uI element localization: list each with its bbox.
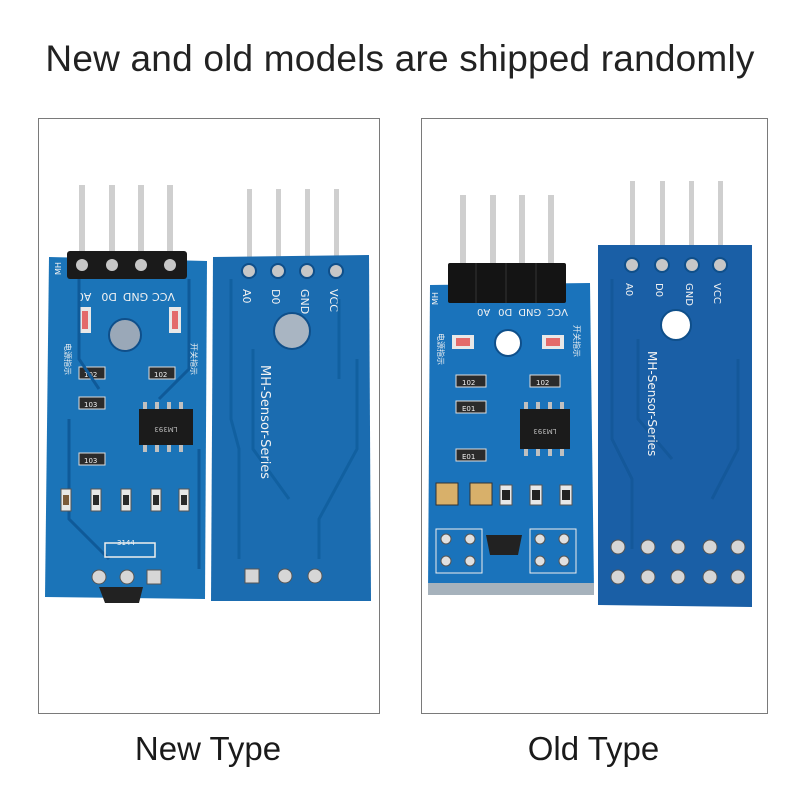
new-back-pin-d0: D0	[269, 289, 282, 304]
svg-text:LM393: LM393	[533, 427, 556, 435]
old-type-photo-frame: MH VCCGNDD0A0 电源指示 开关指示 102 102 E01 E01	[421, 118, 768, 714]
new-front-chip: LM393	[139, 402, 193, 452]
new-sensor-label: 3144	[117, 539, 135, 547]
old-front-mh: MH	[431, 292, 440, 305]
new-back-mount-hole	[273, 312, 311, 350]
headline: New and old models are shipped randomly	[45, 38, 755, 79]
old-front-board	[428, 283, 594, 593]
svg-text:102: 102	[154, 371, 167, 379]
old-front-pin-labels: VCCGNDD0A0	[477, 306, 568, 317]
old-type-photo: MH VCCGNDD0A0 电源指示 开关指示 102 102 E01 E01	[428, 181, 752, 607]
new-front-board	[45, 257, 207, 599]
svg-text:E01: E01	[462, 453, 475, 461]
new-back-board	[211, 255, 371, 601]
new-back-pins	[247, 189, 339, 259]
new-power-label: 电源指示	[63, 343, 73, 375]
old-front-header	[448, 263, 566, 303]
new-front-pins	[79, 185, 173, 265]
old-front-chip: LM393	[520, 402, 570, 456]
old-type-caption: Old Type	[527, 730, 660, 767]
old-power-label: 电源指示	[436, 333, 446, 365]
svg-text:102: 102	[536, 379, 549, 387]
new-back-pin-vcc: VCC	[327, 289, 340, 312]
svg-text:E01: E01	[462, 405, 475, 413]
old-back-pins	[630, 181, 723, 247]
old-switch-label: 开关指示	[572, 325, 582, 357]
new-back-series-label: MH-Sensor-Series	[257, 365, 272, 479]
svg-text:102: 102	[462, 379, 475, 387]
new-front-mh: MH	[54, 262, 63, 275]
svg-text:103: 103	[84, 457, 97, 465]
old-front-mount-hole	[494, 329, 522, 357]
old-back-pin-gnd: GND	[683, 283, 694, 306]
new-back-pin-a0: A0	[240, 289, 253, 304]
old-back-board	[598, 245, 752, 607]
new-type-photo: MH VCCGNDD0A0 电源指示 开关指示 102 102 103 103	[45, 185, 371, 603]
old-back-series-label: MH-Sensor-Series	[645, 351, 659, 456]
new-type-photo-frame: MH VCCGNDD0A0 电源指示 开关指示 102 102 103 103	[38, 118, 380, 714]
svg-text:103: 103	[84, 401, 97, 409]
old-back-pin-a0: A0	[623, 283, 634, 296]
new-back-pin-gnd: GND	[298, 289, 311, 314]
old-back-pin-d0: D0	[653, 283, 664, 297]
new-front-mount-hole	[108, 318, 142, 352]
new-type-caption: New Type	[134, 730, 282, 767]
new-front-header	[67, 251, 187, 279]
new-switch-label: 开关指示	[189, 343, 199, 375]
new-hall-sensor	[99, 587, 143, 603]
svg-text:LM393: LM393	[154, 425, 177, 433]
old-back-mount-hole	[660, 309, 692, 341]
old-front-pins	[460, 195, 554, 271]
new-front-pin-labels: VCCGNDD0A0	[77, 290, 175, 303]
old-hall-sensor	[486, 535, 522, 555]
new-sensor-outline	[104, 542, 156, 558]
old-back-pin-vcc: VCC	[711, 283, 722, 304]
